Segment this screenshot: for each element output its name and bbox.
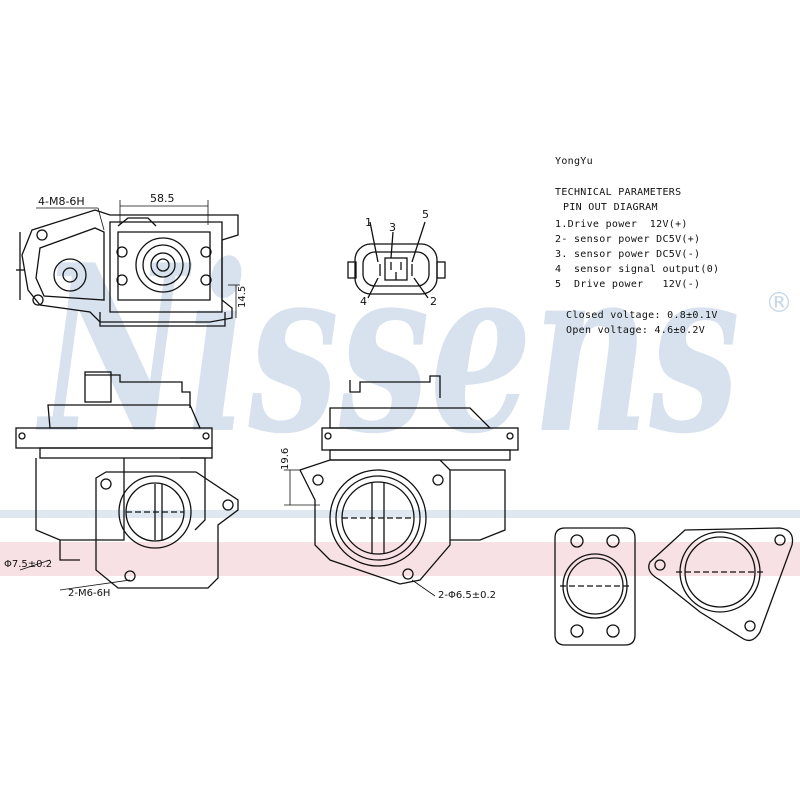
brand-label: YongYu <box>555 156 593 167</box>
dim-height-side: 19.6 <box>280 448 291 470</box>
pin-line-3: 3. sensor power DC5V(-) <box>555 249 701 260</box>
gasket-oval <box>554 527 636 646</box>
connector-pin-2: 2 <box>430 295 437 308</box>
pin-line-1: 1.Drive power 12V(+) <box>555 219 688 230</box>
pin-line-2: 2- sensor power DC5V(+) <box>555 234 701 245</box>
front-view-left <box>15 371 239 589</box>
front-left-dimensions <box>19 559 131 591</box>
open-voltage: Open voltage: 4.6±0.2V <box>566 325 706 336</box>
registered-mark: ® <box>765 286 793 319</box>
accent-band <box>0 542 800 576</box>
pin-line-4: 4 sensor signal output(0) <box>555 264 720 275</box>
dim-width: 58.5 <box>150 192 175 205</box>
front-right-dimensions <box>284 469 436 597</box>
accent-band-top <box>0 510 800 518</box>
dim-left-bore: Φ7.5±0.2 <box>4 559 52 570</box>
pin-line-5: 5 Drive power 12V(-) <box>555 279 701 290</box>
spec-heading: TECHNICAL PARAMETERS <box>555 187 682 198</box>
top-view <box>16 209 239 327</box>
connector-pin-1: 1 <box>365 216 372 229</box>
dim-bottom-bolts: 2-M6-6H <box>68 588 110 599</box>
connector-pin-5: 5 <box>422 208 429 221</box>
spec-subheading: PIN OUT DIAGRAM <box>563 202 658 213</box>
connector-pin-4: 4 <box>360 295 367 308</box>
dim-height-small: 14.5 <box>237 286 248 308</box>
closed-voltage: Closed voltage: 0.8±0.1V <box>566 310 718 321</box>
front-view-right <box>299 375 519 585</box>
connector-pin-3: 3 <box>389 221 396 234</box>
dim-right-bore: 2-Φ6.5±0.2 <box>438 590 496 601</box>
gasket-triangular <box>648 527 794 642</box>
dim-top-bolts: 4-M8-6H <box>38 195 85 208</box>
top-view-dimensions <box>36 200 240 318</box>
connector-pinout <box>347 221 446 299</box>
